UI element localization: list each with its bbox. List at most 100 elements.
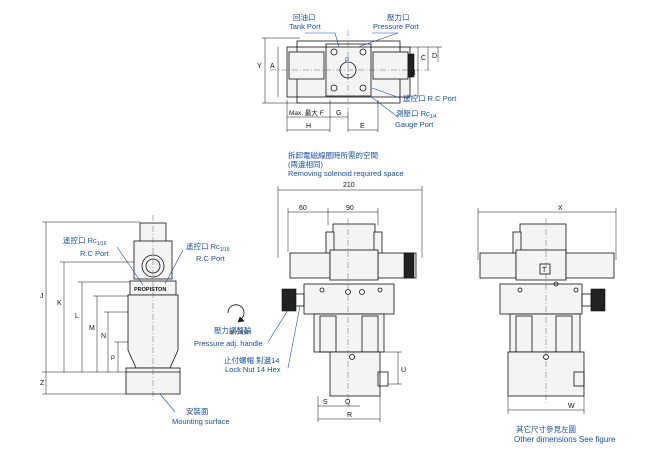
dim-s: S	[323, 399, 328, 406]
side-rc-left-zh: 遙控口	[63, 235, 86, 245]
front-valve-block	[329, 249, 379, 281]
side-rc-right-label: 遙控口 Rc1/16	[186, 241, 230, 253]
right-handle-stem	[581, 293, 592, 307]
top-bolt-4	[359, 84, 367, 92]
gauge-port-frac: 1/4	[430, 114, 437, 120]
dim-a: A	[270, 63, 275, 70]
dim-m: M	[89, 325, 95, 332]
tank-port-leader	[305, 32, 340, 48]
other-en: Other dimensions See figure	[514, 435, 616, 444]
mount-zh: 安裝面	[186, 406, 209, 416]
side-rc-right-frac: 1/16	[220, 247, 230, 253]
rc-port-leader	[371, 87, 401, 99]
right-valve-block	[515, 249, 567, 281]
right-badge-box	[539, 263, 551, 275]
lock-en: Lock Nut 14 Hex	[225, 365, 281, 374]
dim-e: E	[360, 123, 365, 130]
front-base-plug	[377, 371, 389, 387]
rc-port-zh: 遙控口	[403, 93, 426, 103]
removing-zh2: (兩邊相同)	[288, 159, 323, 169]
lock-zh: 止付螺帽 對邊14	[224, 355, 279, 365]
dim-90: 90	[346, 205, 354, 212]
dim-l: L	[75, 313, 79, 320]
dim-y: Y	[257, 63, 262, 70]
right-main-body	[499, 283, 583, 315]
gauge-port-en: Gauge Port	[395, 120, 434, 129]
rotate-arrowhead	[237, 316, 245, 323]
adj-en: Pressure adj. handle	[194, 339, 263, 348]
dim-r: R	[347, 412, 352, 419]
side-rc-right-en: R.C Port	[196, 254, 226, 263]
dim-z: Z	[40, 380, 45, 387]
front-solenoid-left	[289, 252, 331, 279]
side-rc-leader-right	[164, 249, 184, 285]
front-solenoid-cap	[403, 252, 415, 279]
front-hole-left	[319, 287, 325, 293]
front-view: 拆卸電磁線圈時所需的空間 (兩邊相同) Removing solenoid re…	[194, 150, 423, 422]
top-view: P T 回油口 Tank Port 壓力口 Pressure Port 遙控口 …	[257, 12, 457, 132]
right-base-plug	[573, 371, 585, 387]
pressure-port-zh: 壓力口	[387, 12, 410, 22]
pressure-port-leader	[357, 32, 399, 48]
side-rc-left-en: R.C Port	[80, 249, 110, 258]
right-port	[553, 281, 559, 287]
dim-d: D	[432, 53, 437, 60]
dim-210: 210	[343, 182, 355, 189]
removing-zh1: 拆卸電磁線圈時所需的空間	[288, 150, 378, 160]
adj-zh: 壓力調整輪	[214, 325, 252, 335]
rotate-zh: 壓力增加	[230, 329, 248, 336]
top-solenoid-right	[372, 51, 409, 80]
removing-en: Removing solenoid required space	[288, 169, 404, 178]
pressure-port-en: Pressure Port	[373, 22, 420, 31]
side-rc-right-rc: Rc	[211, 242, 220, 251]
front-handle-stem	[294, 293, 305, 307]
mount-en: Mounting surface	[172, 417, 230, 426]
dim-g: G	[336, 110, 341, 117]
top-bolt-3	[330, 84, 338, 92]
front-lower-slot-left	[319, 315, 337, 353]
dim-q: Q	[345, 399, 351, 406]
side-rc-right-zh: 遙控口	[186, 241, 209, 251]
dim-p: P	[111, 356, 115, 362]
front-lower-body	[313, 313, 385, 353]
right-handle-knob	[590, 288, 606, 312]
gauge-port-zh: 測壓口	[396, 108, 419, 118]
other-zh: 其它尺寸參見左圖	[516, 424, 576, 434]
front-main-body	[303, 283, 395, 315]
front-base	[329, 351, 381, 397]
dim-k: K	[57, 300, 62, 307]
adj-leader	[267, 309, 289, 343]
dim-n: N	[101, 333, 106, 340]
right-badge: T	[542, 267, 547, 274]
dim-j: J	[40, 293, 44, 300]
tank-port-en: Tank Port	[289, 22, 322, 31]
front-port	[359, 289, 365, 295]
side-brand: PROPISTON	[134, 287, 166, 293]
top-bolt-2	[359, 48, 367, 56]
top-solenoid-cap	[407, 53, 415, 78]
rc-port-en: R.C Port	[428, 94, 458, 103]
rotate-arc	[227, 304, 245, 320]
side-rc-left-label: 遙控口 Rc1/16	[63, 235, 107, 247]
gauge-port-leader	[369, 95, 399, 118]
gauge-port-label: 測壓口 Rc1/4	[396, 108, 437, 120]
mount-leader	[159, 393, 176, 413]
top-port-p: P	[345, 58, 349, 64]
side-rc-left-rc: Rc	[88, 236, 97, 245]
front-base-hole	[349, 354, 355, 360]
dim-max-f: Max. 最大 F	[289, 108, 324, 117]
dim-c: C	[421, 55, 426, 62]
dim-b: B	[411, 70, 416, 77]
side-knob-outer	[141, 254, 165, 278]
side-rc-leader-left	[116, 246, 144, 286]
front-handle-knob	[281, 288, 297, 312]
front-hole-right	[377, 287, 383, 293]
right-lower-body	[509, 313, 581, 353]
right-hole-left	[517, 287, 523, 293]
rc-port-label: 遙控口 R.C Port	[403, 93, 457, 103]
dim-x: X	[558, 205, 563, 212]
right-view: X T W 其它尺寸參見左圖 Other dimensions See figu…	[477, 205, 617, 444]
dim-h: H	[306, 123, 311, 130]
dim-u: U	[401, 367, 406, 374]
